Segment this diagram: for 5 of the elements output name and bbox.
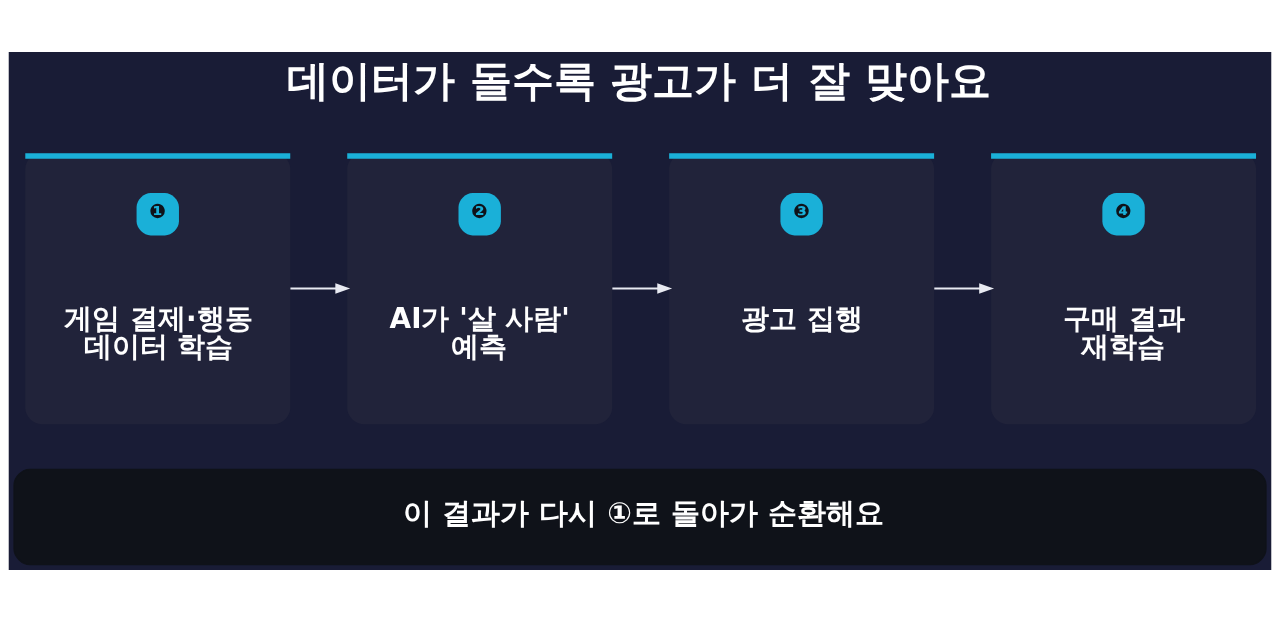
- node-box: 이 결과가 다시 ①로 돌아가 순환해요: [13, 468, 1267, 565]
- diagram-title: 데이터가 돌수록 광고가 더 잘 맞아요: [286, 55, 991, 105]
- arrow: [934, 282, 995, 294]
- arrow: [612, 282, 673, 294]
- arrow: [290, 282, 351, 294]
